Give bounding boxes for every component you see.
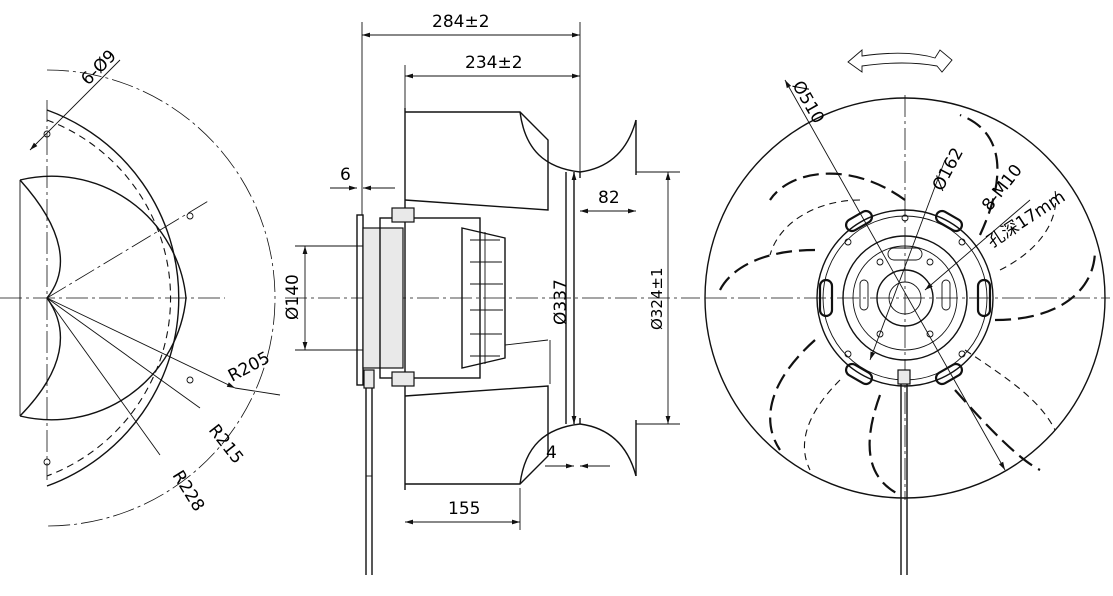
side-view [285, 22, 700, 575]
hub-diameter-label: Ø140 [283, 274, 303, 320]
r215-label: R215 [204, 421, 247, 468]
hub-length-label: 155 [448, 499, 480, 519]
holes-label: 6-Ø9 [77, 46, 120, 89]
r228-label: R228 [168, 467, 208, 515]
outer-diameter-label: Ø510 [788, 78, 828, 128]
flange-view [0, 59, 281, 527]
inlet-diameter-label: Ø324±1 [648, 267, 666, 330]
inlet-depth-label: 82 [598, 188, 620, 208]
inlet-gap-label: 4 [546, 443, 557, 463]
wheel-length-label: 234±2 [465, 53, 523, 73]
thread-spec-label: 8-M10 [978, 161, 1027, 215]
wheel-diameter-label: Ø337 [551, 279, 571, 325]
r205-label: R205 [225, 348, 273, 386]
overall-length-label: 284±2 [432, 12, 490, 32]
front-view [704, 49, 1110, 575]
rotation-arrow-icon [847, 49, 953, 73]
bolt-circle-label: Ø162 [929, 144, 968, 194]
plate-thickness-label: 6 [340, 165, 351, 185]
